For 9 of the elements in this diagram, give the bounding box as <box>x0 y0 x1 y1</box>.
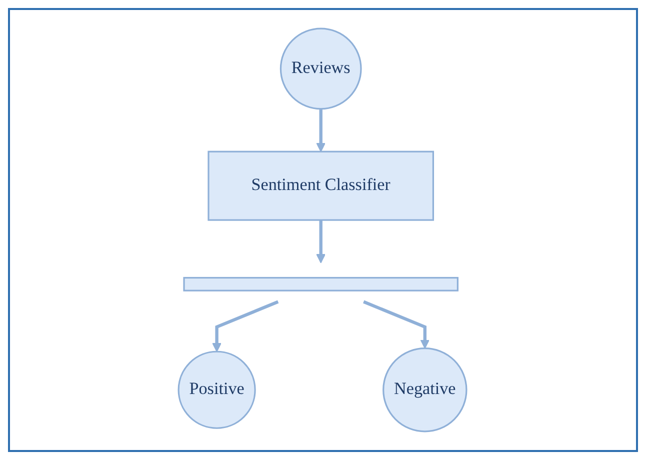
node-box: Sentiment Classifier <box>208 150 434 221</box>
node-circle: Negative <box>383 348 468 432</box>
node-bar <box>184 276 459 292</box>
arrow <box>316 108 326 152</box>
node-circle: Positive <box>178 350 256 429</box>
arrow <box>364 300 430 349</box>
arrow <box>212 300 280 352</box>
arrow <box>316 220 326 264</box>
node-circle: Reviews <box>280 28 362 110</box>
